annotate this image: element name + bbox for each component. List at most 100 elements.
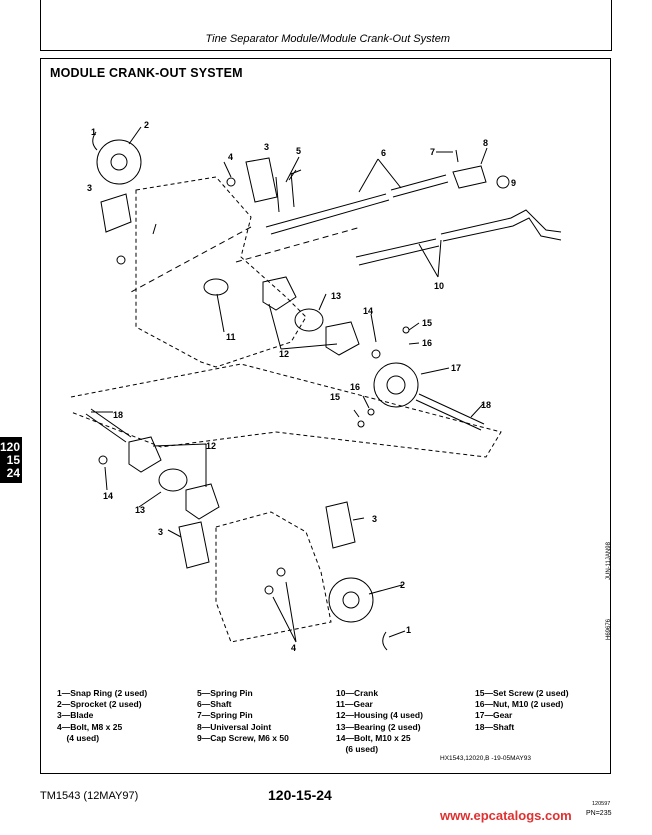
shaft-18-right xyxy=(415,393,485,431)
housing-upper-1 xyxy=(262,276,297,311)
housing-lower-2 xyxy=(185,483,220,520)
callout-16-lower: 16 xyxy=(350,382,360,392)
legend-item: (4 used) xyxy=(57,732,100,743)
callout-6: 6 xyxy=(381,148,386,158)
legend-column-1: 1—Snap Ring (2 used) 2—Sprocket (2 used)… xyxy=(57,688,147,744)
callout-15-lower: 15 xyxy=(330,392,340,402)
footer-date-code: 120597 xyxy=(592,801,611,807)
legend-item: 5—Spring Pin xyxy=(197,688,253,698)
legend-item: 18—Shaft xyxy=(475,721,515,732)
callout-10: 10 xyxy=(434,281,444,291)
side-figure-number: H69676 xyxy=(606,618,612,640)
blade-top-center xyxy=(245,157,278,203)
legend-item: 17—Gear xyxy=(475,710,513,721)
bearing-lower xyxy=(158,468,188,492)
bearing-upper xyxy=(294,308,324,332)
callout-12-upper: 12 xyxy=(279,349,289,359)
callout-9: 9 xyxy=(511,178,516,188)
callout-1-lower: 1 xyxy=(406,625,411,635)
sprocket-top xyxy=(96,139,142,185)
legend-item: 10—Crank xyxy=(336,688,379,698)
callout-14-lower: 14 xyxy=(103,491,113,501)
upper-frame-outline xyxy=(135,176,307,368)
legend-item: 7—Spring Pin xyxy=(197,710,253,721)
legend-reference-code: HX1543,12020,B -19-05MAY93 xyxy=(440,755,531,762)
callout-16-upper: 16 xyxy=(422,338,432,348)
callout-4-lower: 4 xyxy=(291,643,296,653)
callout-18-right: 18 xyxy=(481,400,491,410)
gear-11 xyxy=(203,278,229,296)
crank-handle xyxy=(440,209,562,242)
footer-pn: PN=235 xyxy=(586,810,612,817)
legend-item: 11—Gear xyxy=(336,699,373,710)
callout-17: 17 xyxy=(451,363,461,373)
callout-2-lower: 2 xyxy=(400,580,405,590)
callout-14-upper: 14 xyxy=(363,306,373,316)
callout-13-lower: 13 xyxy=(135,505,145,515)
shaft-6-upper xyxy=(265,193,390,235)
blade-lower-right xyxy=(325,501,356,549)
shaft-18-left xyxy=(85,408,132,443)
callout-3-lower-right: 3 xyxy=(372,514,377,524)
callout-12-lower: 12 xyxy=(206,441,216,451)
callout-18-left: 18 xyxy=(113,410,123,420)
cap-screw-9 xyxy=(496,175,510,189)
page-frame-right-line xyxy=(611,0,612,50)
legend-item: 13—Bearing (2 used) xyxy=(336,721,421,732)
snap-ring-lower xyxy=(382,631,388,651)
section-side-tab: 120 15 24 xyxy=(0,437,22,483)
legend-column-3: 10—Crank 11—Gear 12—Housing (4 used) 13—… xyxy=(336,688,423,755)
blade-lower-left xyxy=(178,521,210,569)
legend-item: 6—Shaft xyxy=(197,699,232,710)
callout-7: 7 xyxy=(430,147,435,157)
footer-manual-id: TM1543 (12MAY97) xyxy=(40,790,139,802)
side-tab-line-3: 24 xyxy=(6,466,20,480)
housing-lower-1 xyxy=(128,436,162,473)
callout-2-top: 2 xyxy=(144,120,149,130)
page-header-title: Tine Separator Module/Module Crank-Out S… xyxy=(205,33,450,45)
legend-column-2: 5—Spring Pin 6—Shaft 7—Spring Pin 8—Univ… xyxy=(197,688,289,744)
watermark-url: www.epcatalogs.com xyxy=(440,808,572,823)
legend-item: (6 used) xyxy=(336,744,379,755)
spring-pins xyxy=(275,171,295,213)
legend-item: 14—Bolt, M10 x 25 xyxy=(336,732,411,743)
crank-rod-left xyxy=(355,238,440,266)
callout-3-lower-left: 3 xyxy=(158,527,163,537)
side-tab-line-2: 15 xyxy=(6,453,20,467)
legend-item: 3—Blade xyxy=(57,710,94,721)
footer-page-number: 120-15-24 xyxy=(268,787,332,803)
callout-5: 5 xyxy=(296,146,301,156)
gear-17 xyxy=(373,362,419,408)
housing-upper-2 xyxy=(325,321,360,356)
side-tab-line-1: 120 xyxy=(0,440,21,454)
page-frame-left-line xyxy=(40,0,41,50)
legend-item: 1—Snap Ring (2 used) xyxy=(57,688,148,698)
universal-joint xyxy=(452,165,487,189)
callout-8: 8 xyxy=(483,138,488,148)
legend-item: 16—Nut, M10 (2 used) xyxy=(475,699,564,710)
blade-top-left xyxy=(100,193,132,233)
callout-11: 11 xyxy=(226,332,236,342)
sprocket-lower xyxy=(328,577,374,623)
legend-item: 15—Set Screw (2 used) xyxy=(475,688,569,698)
section-frame xyxy=(40,58,611,774)
callout-3-center: 3 xyxy=(264,142,269,152)
section-title: MODULE CRANK-OUT SYSTEM xyxy=(50,66,243,80)
spring-pin-7 xyxy=(455,149,459,163)
legend-item: 9—Cap Screw, M6 x 50 xyxy=(197,732,289,743)
callout-1-top: 1 xyxy=(91,127,96,137)
callout-13-upper: 13 xyxy=(331,291,341,301)
legend-column-4: 15—Set Screw (2 used) 16—Nut, M10 (2 use… xyxy=(475,688,569,733)
legend-item: 8—Universal Joint xyxy=(197,721,272,732)
side-image-code: JUN-11JAN98 xyxy=(606,542,612,580)
exploded-parts-diagram: 1 2 3 4 3 5 6 7 8 9 10 11 12 13 14 15 16… xyxy=(70,120,562,653)
callout-3-left: 3 xyxy=(87,183,92,193)
callout-15-upper: 15 xyxy=(422,318,432,328)
legend-item: 4—Bolt, M8 x 25 xyxy=(57,721,123,732)
snap-ring-top xyxy=(92,131,98,151)
callout-4-top: 4 xyxy=(228,152,233,162)
lower-frame-outline xyxy=(70,363,502,458)
legend-item: 12—Housing (4 used) xyxy=(336,710,423,721)
header-rule xyxy=(40,50,612,51)
legend-item: 2—Sprocket (2 used) xyxy=(57,699,142,710)
